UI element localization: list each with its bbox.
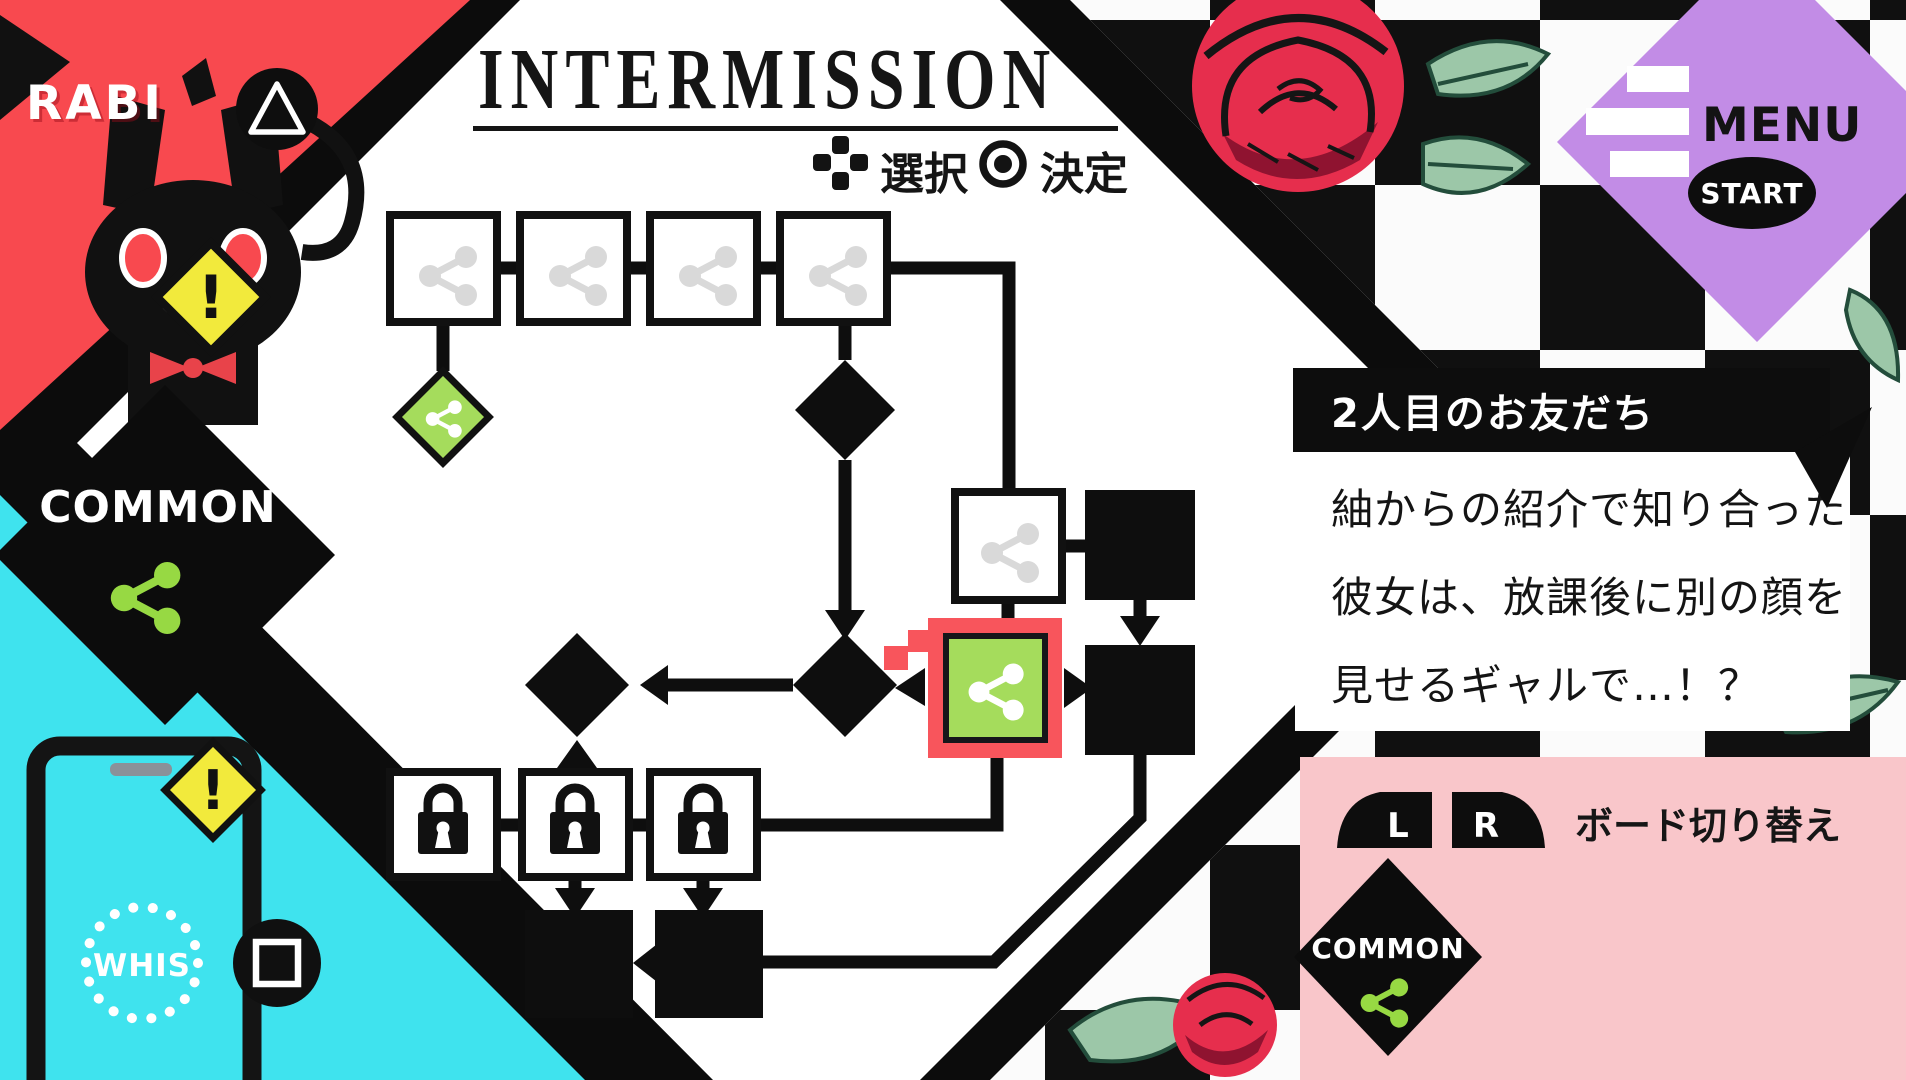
circle-button-icon: [979, 140, 1027, 188]
r-button[interactable]: R: [1452, 792, 1545, 848]
info-line-3: 見せるギャルで…！？: [1331, 661, 1762, 710]
node-locked-2[interactable]: [518, 768, 633, 881]
episode-board: [386, 211, 1195, 1018]
board-switch-hint: ボード切り替え: [1575, 804, 1842, 848]
node-reward-cleared[interactable]: [392, 366, 494, 468]
square-button-icon[interactable]: [233, 919, 321, 1007]
node-hidden-4[interactable]: [655, 910, 763, 1018]
share-icon: [1360, 978, 1409, 1028]
board-arrowheads: [555, 610, 1160, 985]
current-board-badge: COMMON: [1294, 858, 1482, 1056]
svg-text:MENU: MENU: [1702, 98, 1862, 153]
hamburger-icon: [1586, 66, 1689, 177]
start-button[interactable]: START: [1688, 157, 1816, 229]
svg-text:L: L: [1387, 806, 1409, 846]
svg-text:WHIS: WHIS: [93, 948, 191, 984]
info-bubble-title-bar: 2人目のお友だち: [1293, 368, 1830, 452]
info-line-1: 紬からの紹介で知り合った: [1331, 485, 1848, 534]
node-episode-1[interactable]: [386, 211, 501, 326]
node-hidden-3[interactable]: [525, 910, 633, 1018]
whis-badge: WHIS: [81, 902, 203, 1024]
confirm-label: 決定: [1040, 149, 1128, 200]
node-episode-3[interactable]: [646, 211, 761, 326]
select-label: 選択: [880, 149, 968, 200]
node-locked-3[interactable]: [646, 768, 761, 881]
svg-text:COMMON: COMMON: [39, 482, 277, 533]
bubble-tail: [1795, 407, 1872, 508]
rose-leaves: [1421, 39, 1552, 195]
node-hidden-2[interactable]: [1085, 645, 1195, 755]
rose-flower: [1192, 0, 1404, 192]
alert-badge-top: !: [151, 237, 271, 357]
rabi-mascot-area: !: [0, 15, 365, 425]
share-icon: [110, 562, 181, 634]
svg-text:COMMON: COMMON: [1311, 932, 1464, 965]
info-bubble-body: 紬からの紹介で知り合った 彼女は、放課後に別の顔を 見せるギャルで…！？: [1295, 452, 1850, 731]
corner-wedge: [0, 15, 70, 120]
common-diamond-left: COMMON: [0, 385, 335, 725]
alert-badge-phone: !: [160, 737, 266, 843]
rose-artwork-top: [1192, 0, 1552, 195]
svg-text:!: !: [197, 263, 224, 333]
triangle-button-icon[interactable]: [236, 68, 318, 150]
svg-text:START: START: [1700, 177, 1803, 210]
svg-text:R: R: [1473, 806, 1499, 846]
info-bubble-title: 2人目のお友だち: [1331, 391, 1655, 437]
node-episode-2[interactable]: [516, 211, 631, 326]
menu-widget: MENU START: [1557, 0, 1906, 342]
node-branch-3[interactable]: [525, 633, 629, 737]
node-hidden-1[interactable]: [1085, 490, 1195, 600]
node-branch-1[interactable]: [795, 360, 895, 460]
dpad-icon: [813, 136, 868, 190]
l-button[interactable]: L: [1337, 792, 1432, 848]
node-selected[interactable]: [884, 618, 1062, 758]
info-line-2: 彼女は、放課後に別の顔を: [1331, 573, 1848, 622]
page-title: INTERMISSION: [478, 31, 1058, 128]
rose-artwork-bottom: [1067, 973, 1277, 1077]
shoulder-buttons: L R: [1337, 792, 1545, 848]
leaf-right-edge: [1843, 287, 1901, 384]
node-episode-4[interactable]: [776, 211, 891, 326]
rabi-label: RABI: [26, 76, 164, 131]
node-branch-2[interactable]: [793, 633, 897, 737]
node-episode-5[interactable]: [951, 488, 1066, 604]
title-underline: [473, 126, 1118, 131]
node-locked-1[interactable]: [386, 768, 501, 881]
svg-text:!: !: [201, 759, 226, 822]
phone-area: WHIS !: [26, 736, 321, 1080]
